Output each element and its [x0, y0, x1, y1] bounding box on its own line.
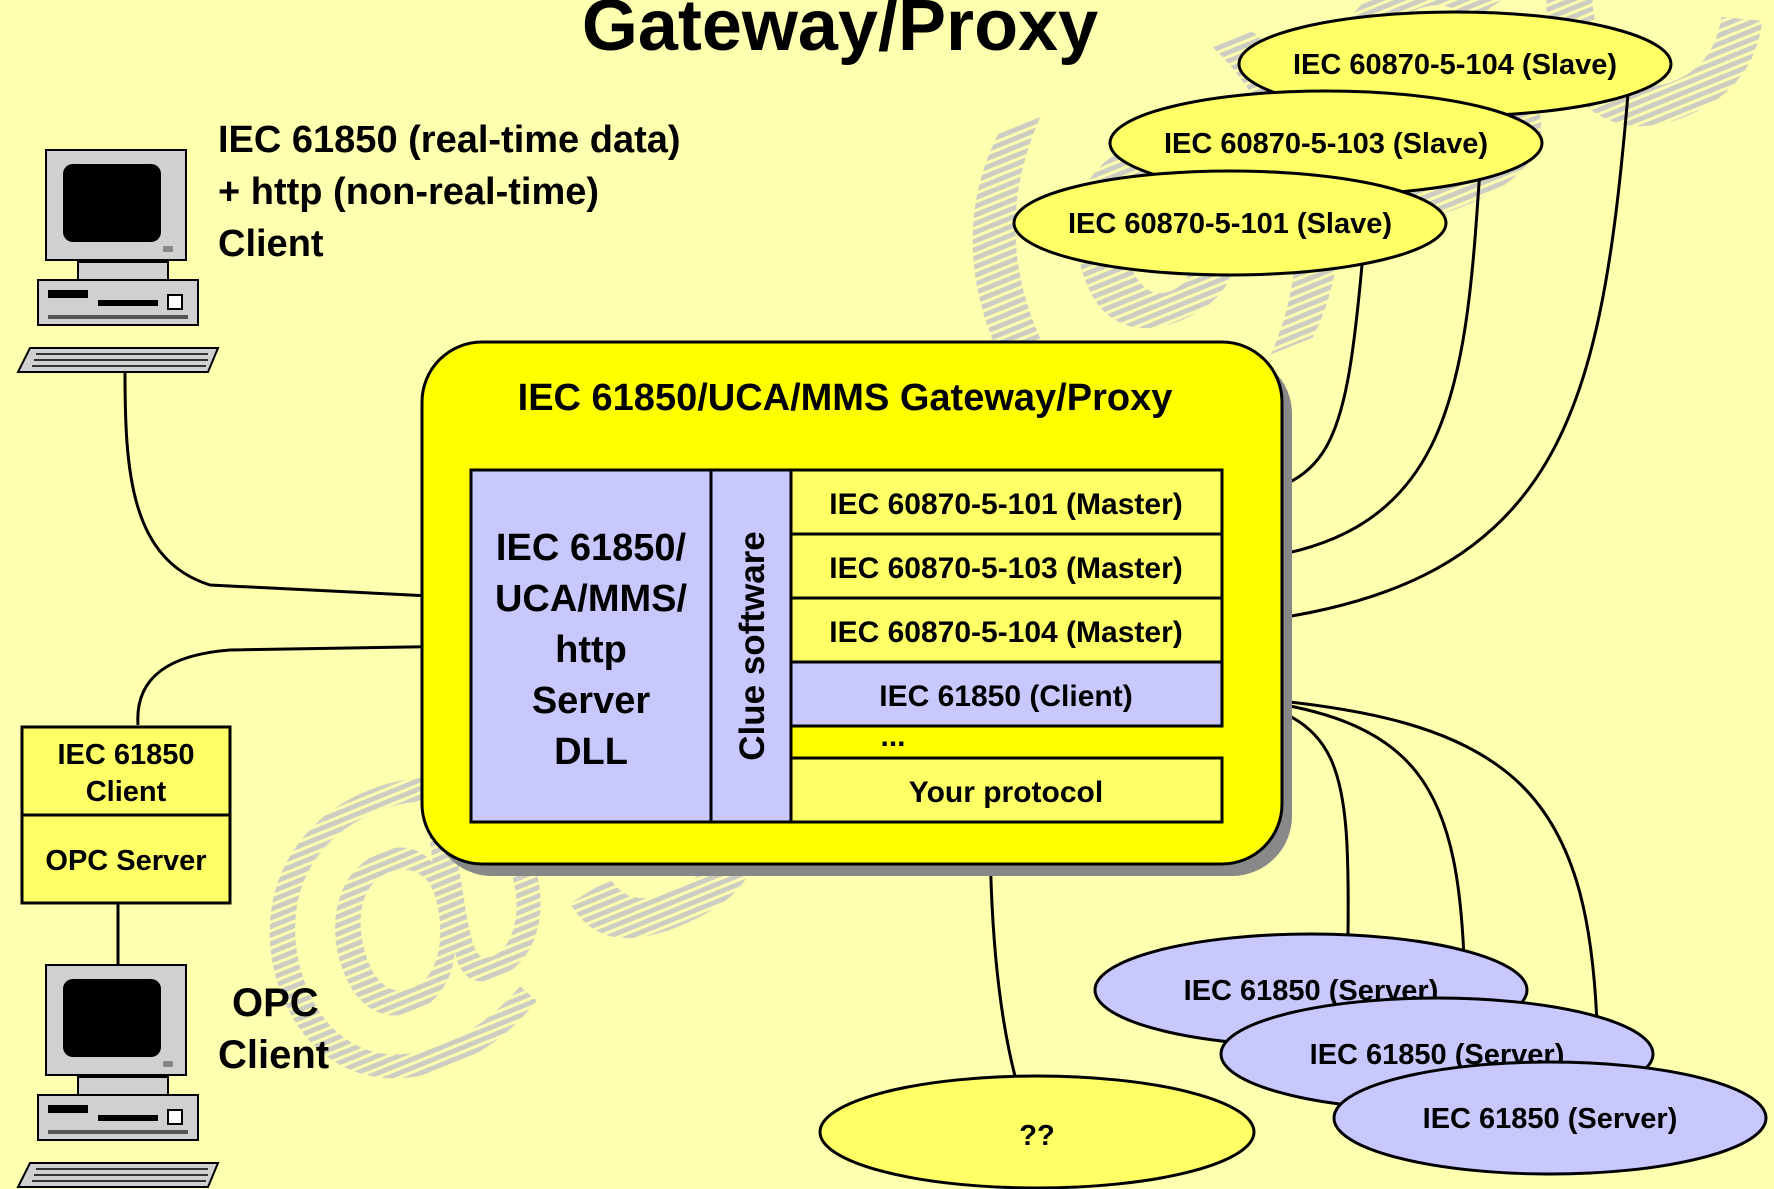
server-3-label: IEC 61850 (Server) — [1423, 1103, 1678, 1135]
client-top-label: IEC 61850 (real-time data) + http (non-r… — [218, 119, 681, 265]
page-title: Gateway/Proxy — [582, 0, 1098, 66]
line-103-to-slave — [1221, 167, 1482, 564]
opc-box-client-line1: IEC 61850 — [57, 739, 194, 771]
opc-client-line2: Client — [218, 1033, 329, 1077]
server-dll-line1: IEC 61850/ — [496, 527, 687, 569]
line-104-to-slave — [1221, 93, 1630, 627]
computer-icon-top — [16, 149, 220, 373]
opc-client-line1: OPC — [232, 981, 319, 1025]
protocol-104-master: IEC 60870-5-104 (Master) — [829, 616, 1183, 649]
connection-lines — [116, 93, 1630, 1081]
server-dll-line5: DLL — [554, 731, 628, 773]
protocol-61850-client: IEC 61850 (Client) — [879, 680, 1132, 713]
client-top-line3: Client — [218, 223, 324, 265]
clue-software-label: Clue software — [733, 531, 772, 761]
slave-101-label: IEC 60870-5-101 (Slave) — [1068, 208, 1392, 240]
client-top-line2: + http (non-real-time) — [218, 171, 599, 213]
line-client-to-server3 — [1221, 694, 1600, 1063]
protocol-your-protocol: Your protocol — [909, 776, 1103, 809]
protocol-ellipsis: ... — [880, 720, 905, 753]
opc-box: IEC 61850 Client OPC Server — [20, 725, 232, 905]
line-opc-to-gateway — [136, 644, 471, 726]
unknown-ellipse: ?? — [818, 1074, 1256, 1189]
protocol-101-master: IEC 60870-5-101 (Master) — [829, 488, 1183, 521]
gateway-box: IEC 61850/UCA/MMS Gateway/Proxy IEC 6185… — [420, 340, 1292, 876]
slave-104-label: IEC 60870-5-104 (Slave) — [1293, 49, 1617, 81]
computer-icon-bottom — [16, 964, 220, 1188]
client-top-line1: IEC 61850 (real-time data) — [218, 119, 681, 161]
slave-ellipses: IEC 60870-5-104 (Slave) IEC 60870-5-103 … — [1012, 10, 1673, 277]
opc-box-client-line2: Client — [86, 776, 167, 808]
protocol-103-master: IEC 60870-5-103 (Master) — [829, 552, 1183, 585]
server-dll-line2: UCA/MMS/ — [495, 578, 688, 620]
server-dll-line4: Server — [532, 680, 651, 722]
opc-box-server: OPC Server — [45, 845, 206, 877]
gateway-title: IEC 61850/UCA/MMS Gateway/Proxy — [518, 377, 1173, 419]
line-client-to-server2 — [1221, 694, 1467, 996]
line-client-to-gateway — [123, 371, 471, 600]
unknown-label: ?? — [1019, 1120, 1054, 1152]
server-ellipses: IEC 61850 (Server) IEC 61850 (Server) IE… — [1093, 932, 1768, 1176]
server-dll-line3: http — [555, 629, 627, 671]
slave-103-label: IEC 60870-5-103 (Slave) — [1164, 128, 1488, 160]
